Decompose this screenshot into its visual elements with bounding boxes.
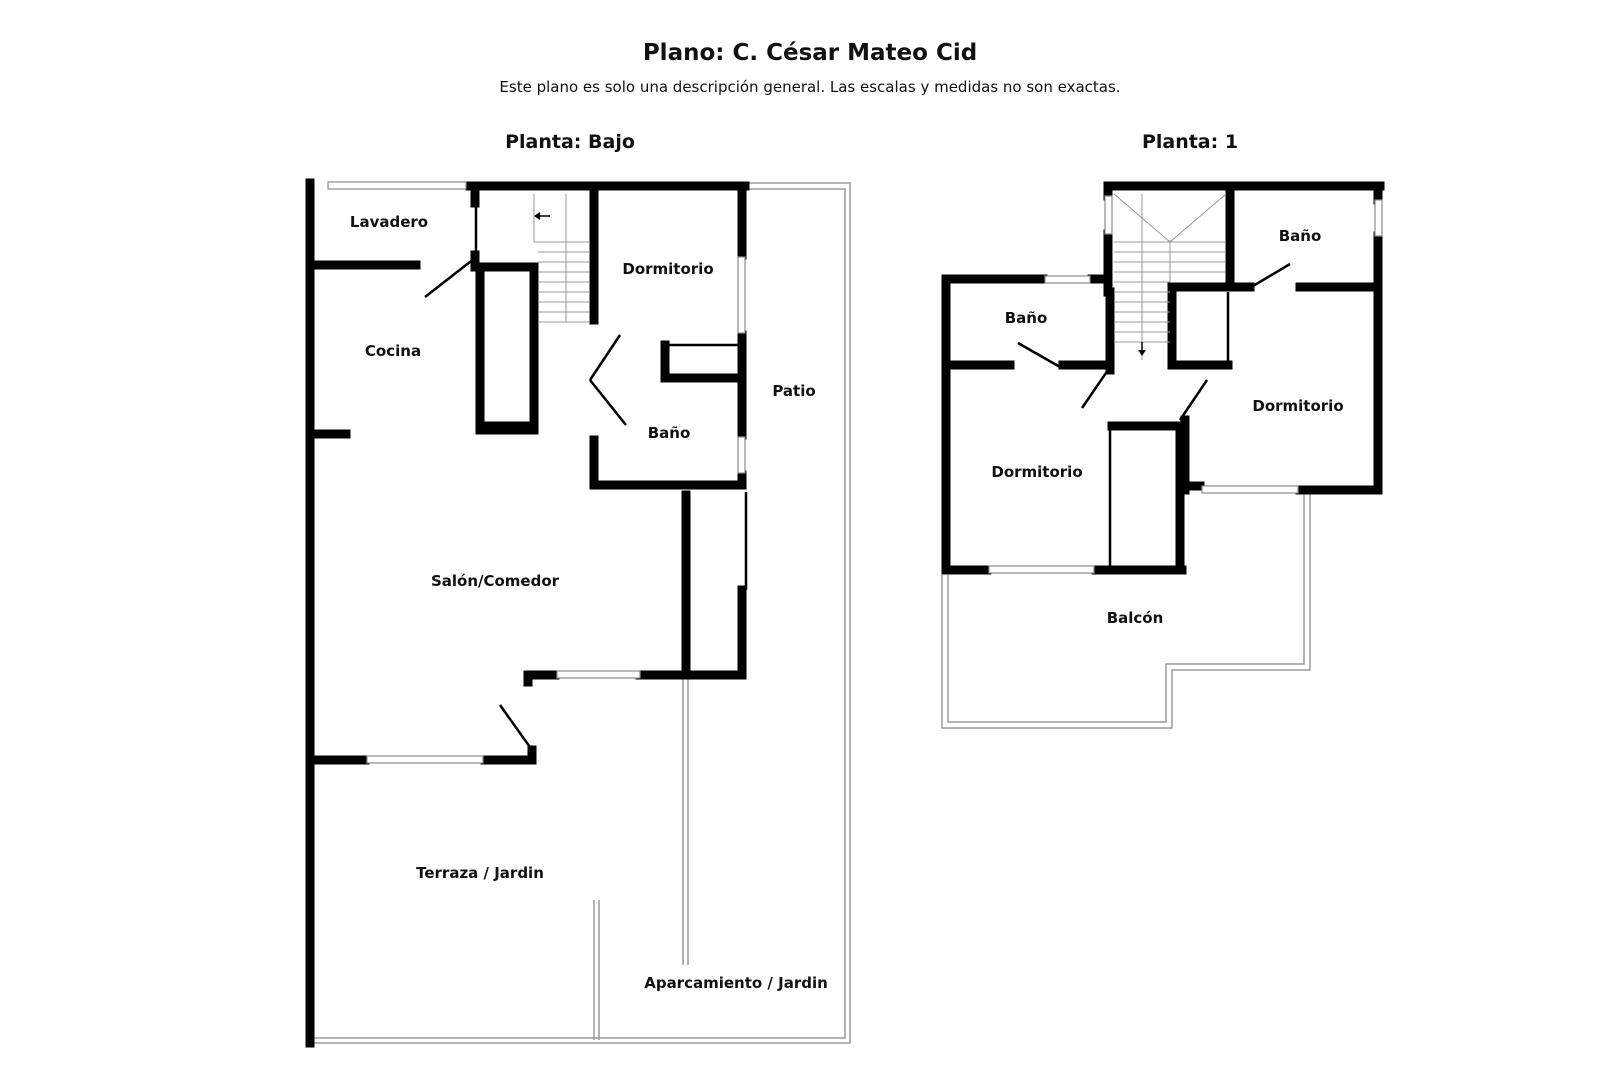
floor-plan-bajo xyxy=(305,178,851,1048)
room-label-cocina: Cocina xyxy=(365,342,421,360)
plan-title: Plano: C. César Mateo Cid xyxy=(642,40,978,66)
room-label-bano-1a: Baño xyxy=(1279,227,1322,245)
room-label-lavadero: Lavadero xyxy=(350,213,428,231)
balcony-outline xyxy=(941,493,1311,729)
windows-1 xyxy=(988,195,1383,574)
room-label-salon-comedor: Salón/Comedor xyxy=(431,572,560,590)
room-label-terraza-jardin: Terraza / Jardin xyxy=(416,864,544,882)
room-label-dormitorio-1b: Dormitorio xyxy=(991,463,1082,481)
floor-title-1: Planta: 1 xyxy=(1141,131,1239,153)
property-boundary xyxy=(313,182,851,1044)
room-label-patio: Patio xyxy=(772,382,815,400)
plan-subtitle: Este plano es solo una descripción gener… xyxy=(499,78,1121,96)
stair-bajo xyxy=(533,194,590,323)
room-label-bano: Baño xyxy=(648,424,691,442)
walls-bajo xyxy=(305,178,750,1048)
floor-title-bajo: Planta: Bajo xyxy=(505,131,635,153)
floor-plan-1 xyxy=(941,181,1385,729)
windows-bajo xyxy=(327,181,746,764)
stair-1 xyxy=(1113,193,1227,360)
thin-lines-1 xyxy=(1017,262,1291,566)
room-label-dormitorio-1a: Dormitorio xyxy=(1252,397,1343,415)
walls-1 xyxy=(941,181,1385,575)
room-label-bano-1b: Baño xyxy=(1005,309,1048,327)
room-label-aparcamiento-jardin: Aparcamiento / Jardin xyxy=(644,974,828,992)
thin-lines-bajo xyxy=(424,203,748,751)
room-label-dormitorio: Dormitorio xyxy=(622,260,713,278)
room-label-balcon: Balcón xyxy=(1107,609,1164,627)
